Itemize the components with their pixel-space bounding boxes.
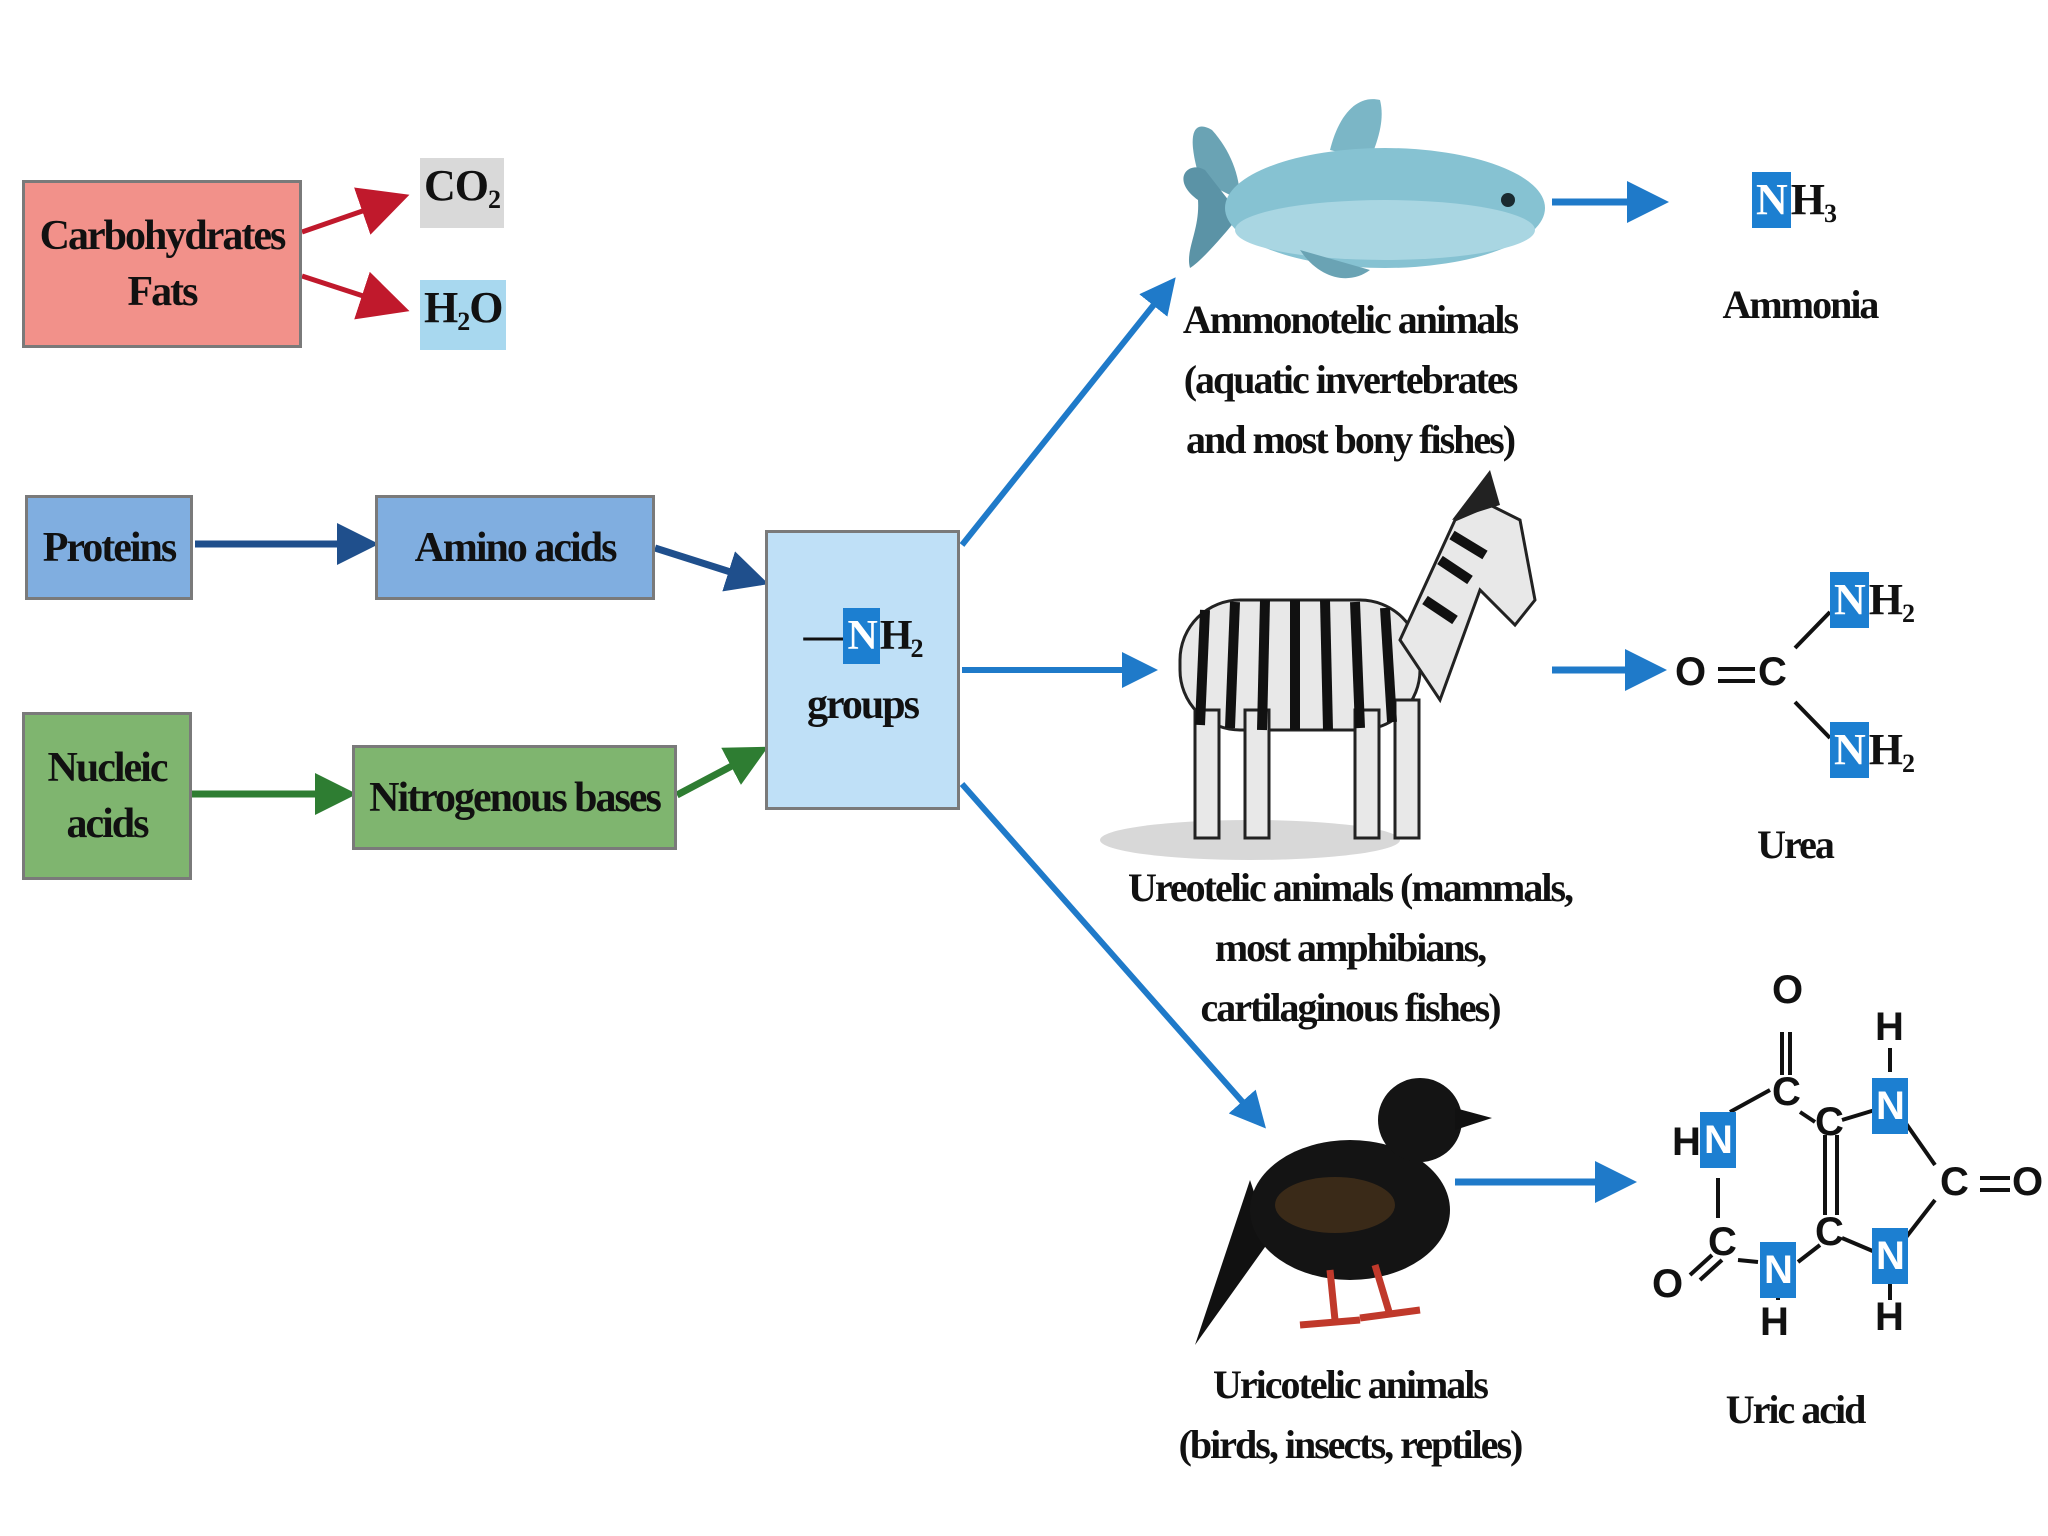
uric-o-left: O (1652, 1262, 1683, 1306)
fish-icon (1183, 99, 1545, 279)
arrow-to-h2o (301, 271, 410, 320)
co2-label: CO2 (420, 158, 504, 228)
uric-h-n7: H (1875, 1005, 1904, 1049)
uric-acid-bonds (1688, 1032, 2010, 1300)
uric-n1: N (1700, 1112, 1736, 1168)
uric-n3: N (1760, 1242, 1796, 1298)
amino-acids-label: Amino acids (414, 524, 618, 571)
urea-nh2-top: NH2 (1830, 572, 1915, 629)
bird-icon (1195, 1078, 1492, 1345)
uric-o-top: O (1772, 968, 1803, 1012)
urea-nh2-bottom: NH2 (1830, 722, 1915, 779)
arrow-nh2-bird (959, 782, 1266, 1129)
ammonia-label: Ammonia (1722, 282, 1880, 327)
urea-c: C (1758, 650, 1787, 694)
arrow-bases-nh2 (675, 746, 769, 799)
arrow-amino-nh2 (653, 544, 769, 592)
uric-n7: N (1872, 1078, 1908, 1134)
groups-label: groups (807, 681, 920, 728)
uric-o-right: O (2012, 1160, 2043, 1204)
nucleic-acids-box: Nucleic acids (22, 712, 192, 880)
ureotelic-label: Ureotelic animals (mammals, most amphibi… (1127, 865, 1574, 1030)
arrow-nh2-fish (959, 277, 1176, 547)
uric-c8: C (1940, 1160, 1969, 1204)
uric-c5: C (1815, 1100, 1844, 1144)
uric-h-n9: H (1875, 1295, 1904, 1339)
urea-bonds (1718, 610, 1832, 740)
uricotelic-label: Uricotelic animals (birds, insects, rept… (1178, 1362, 1524, 1467)
ammonotelic-label: Ammonotelic animals (aquatic invertebrat… (1182, 297, 1519, 462)
uric-c2: C (1708, 1220, 1737, 1264)
zebra-icon (1100, 470, 1537, 860)
carbohydrates-fats-label: Carbohydrates Fats (39, 213, 287, 315)
nitrogenous-bases-box: Nitrogenous bases (352, 745, 677, 850)
uric-acid-label: Uric acid (1725, 1387, 1867, 1432)
uric-c1: C (1772, 1070, 1801, 1114)
nitrogenous-bases-label: Nitrogenous bases (369, 774, 662, 821)
carbohydrates-fats-box: Carbohydrates Fats (22, 180, 302, 348)
uric-n9: N (1872, 1228, 1908, 1284)
amino-acids-box: Amino acids (375, 495, 655, 600)
ammonia-formula: NH3 (1752, 172, 1837, 229)
uric-h-n1: H (1672, 1120, 1701, 1164)
nucleic-acids-label: Nucleic acids (47, 745, 169, 847)
nh2-formula: —NH2 (803, 607, 924, 677)
proteins-label: Proteins (42, 524, 178, 571)
proteins-box: Proteins (25, 495, 193, 600)
urea-label: Urea (1757, 822, 1835, 867)
arrow-to-co2 (301, 187, 410, 235)
h2o-label: H2O (420, 280, 507, 350)
urea-o: O (1675, 650, 1706, 694)
nh2-groups-box: —NH2 groups (765, 530, 960, 810)
uric-c4: C (1815, 1210, 1844, 1254)
uric-h-n3: H (1760, 1300, 1789, 1344)
